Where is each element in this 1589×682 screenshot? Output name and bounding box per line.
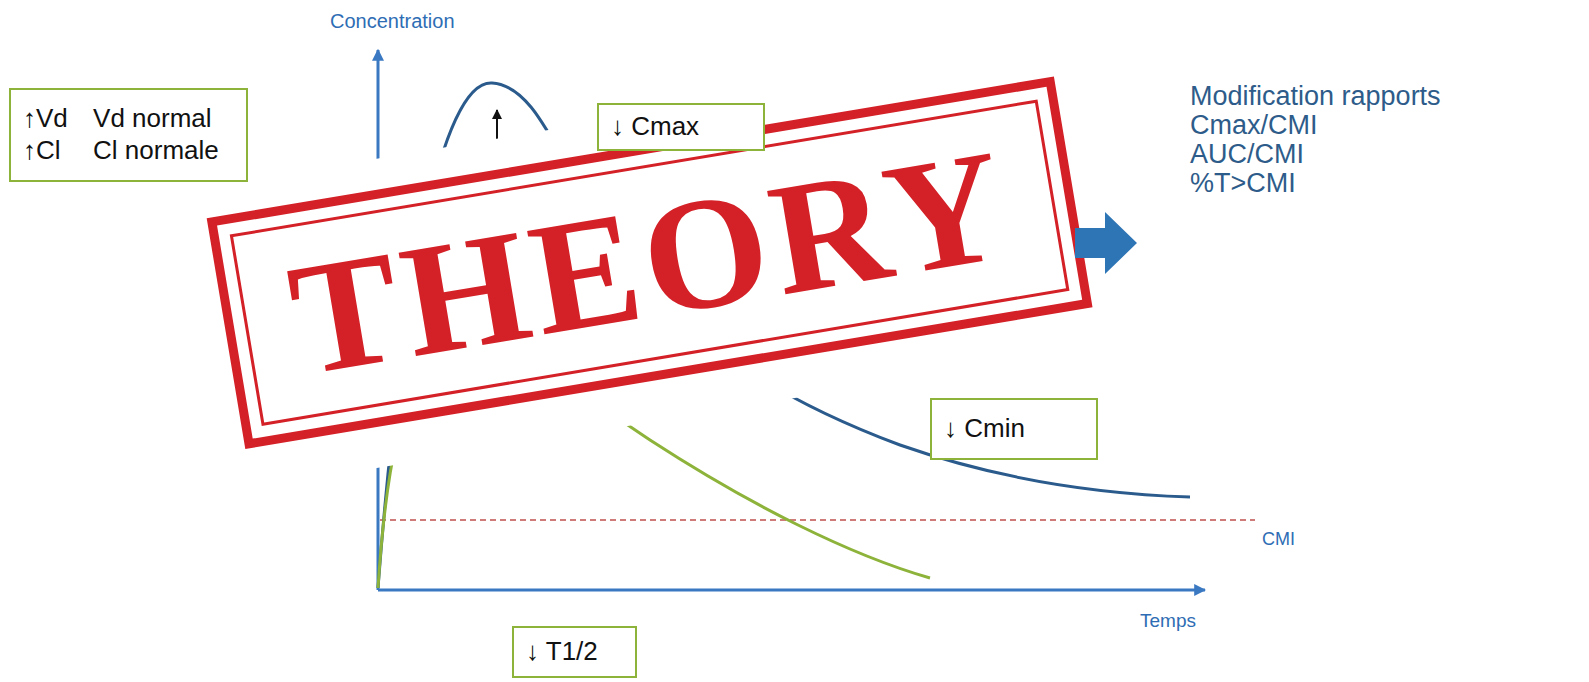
effect-box: ↓ Cmin xyxy=(930,398,1098,460)
box-text: ↑Vd xyxy=(23,104,83,134)
axis-label: Temps xyxy=(1140,611,1196,632)
stamp-border xyxy=(212,82,1087,444)
box-text: Cl normale xyxy=(93,136,234,166)
effect-box: ↓ Cmax xyxy=(597,103,765,151)
cmi-threshold-line xyxy=(380,519,1255,521)
box-text: ↓ Cmin xyxy=(944,414,1025,444)
threshold-label: CMI xyxy=(1262,530,1295,550)
effect-box: ↓ T1/2 xyxy=(512,626,637,678)
note-text: AUC/CMI xyxy=(1190,140,1304,170)
theory-stamp xyxy=(181,43,1119,492)
note-text: %T>CMI xyxy=(1190,169,1296,199)
box-text: ↓ T1/2 xyxy=(526,637,598,667)
stamp-ground xyxy=(181,43,1119,492)
axis-label: Concentration xyxy=(330,10,455,32)
parameter-box: ↑Vd Vd normal ↑Cl Cl normale xyxy=(9,88,248,182)
box-text: ↑Cl xyxy=(23,136,83,166)
note-text: Modification rapports xyxy=(1190,82,1441,112)
box-text: ↓ Cmax xyxy=(611,112,699,142)
stamp-inner-border xyxy=(231,101,1067,424)
x-axis xyxy=(378,589,1205,592)
box-text: Vd normal xyxy=(93,104,234,134)
block-arrow xyxy=(1075,212,1137,274)
note-text: Cmax/CMI xyxy=(1190,111,1318,141)
